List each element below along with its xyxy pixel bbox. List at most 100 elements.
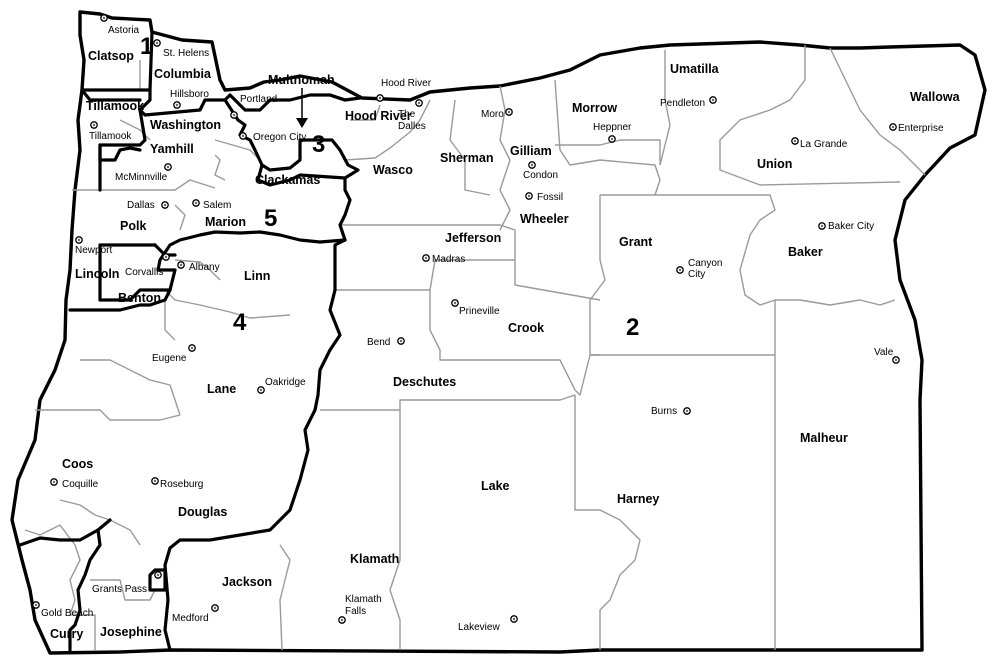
city-marker: [230, 111, 238, 119]
city-label-falls: Falls: [345, 606, 366, 617]
county-label-washington: Washington: [150, 118, 221, 132]
city-label-gold-beach: Gold Beach: [41, 608, 93, 619]
city-marker: [153, 39, 161, 47]
county-label-coos: Coos: [62, 457, 93, 471]
county-label-tillamook: Tillamook: [86, 99, 144, 113]
city-marker: [818, 222, 826, 230]
city-label-canyon: Canyon: [688, 258, 722, 269]
city-marker: [177, 261, 185, 269]
city-label-corvallis: Corvallis: [125, 267, 163, 278]
county-label-linn: Linn: [244, 269, 270, 283]
city-marker: [154, 571, 162, 579]
city-label-coquille: Coquille: [62, 479, 99, 490]
city-label-burns: Burns: [651, 406, 677, 417]
county-label-douglas: Douglas: [178, 505, 227, 519]
district-label-4: 4: [233, 309, 247, 336]
city-label-madras: Madras: [432, 254, 465, 265]
county-label-clatsop: Clatsop: [88, 49, 134, 63]
city-marker: [422, 254, 430, 262]
city-marker: [90, 121, 98, 129]
county-label-jefferson: Jefferson: [445, 231, 501, 245]
city-marker: [528, 161, 536, 169]
city-marker: [164, 163, 172, 171]
city-label-oakridge: Oakridge: [265, 377, 306, 388]
city-labels: Astoria St. Helens Hillsboro Tillamook P…: [41, 25, 944, 633]
city-label-vale: Vale: [874, 347, 894, 358]
county-label-lincoln: Lincoln: [75, 267, 119, 281]
county-label-wheeler: Wheeler: [520, 212, 569, 226]
multnomah-arrow: [296, 88, 308, 128]
city-label-hood-river: Hood River: [381, 78, 432, 89]
city-marker: [608, 135, 616, 143]
city-label-portland: Portland: [240, 94, 277, 105]
county-label-union: Union: [757, 157, 792, 171]
county-label-sherman: Sherman: [440, 151, 494, 165]
county-boundaries: [24, 45, 926, 651]
city-marker: [32, 601, 40, 609]
city-marker: [683, 407, 691, 415]
district-labels: 1 2 3 4 5: [140, 33, 639, 341]
city-marker: [211, 604, 219, 612]
city-label-roseburg: Roseburg: [160, 479, 203, 490]
county-label-malheur: Malheur: [800, 431, 848, 445]
city-label-albany: Albany: [189, 262, 220, 273]
county-label-yamhill: Yamhill: [150, 142, 194, 156]
city-label-oregon-city: Oregon City: [253, 132, 306, 143]
city-marker: [709, 96, 717, 104]
city-label-condon: Condon: [523, 170, 558, 181]
county-label-morrow: Morrow: [572, 101, 617, 115]
county-label-columbia: Columbia: [154, 67, 212, 81]
city-marker: [451, 299, 459, 307]
county-label-marion: Marion: [205, 215, 246, 229]
city-marker: [75, 236, 83, 244]
county-label-umatilla: Umatilla: [670, 62, 720, 76]
city-label-grants-pass: Grants Pass: [92, 584, 147, 595]
county-label-benton: Benton: [118, 291, 161, 305]
county-label-wallowa: Wallowa: [910, 90, 961, 104]
city-label-salem: Salem: [203, 200, 231, 211]
county-label-polk: Polk: [120, 219, 146, 233]
county-label-klamath: Klamath: [350, 552, 399, 566]
city-label-medford: Medford: [172, 613, 209, 624]
city-marker: [161, 201, 169, 209]
county-label-lane: Lane: [207, 382, 236, 396]
city-label-st-helens: St. Helens: [163, 48, 209, 59]
district-label-3: 3: [312, 131, 325, 158]
city-marker: [100, 14, 108, 22]
county-label-multnomah: Multnomah: [268, 73, 335, 87]
county-labels: Clatsop Columbia Tillamook Washington Mu…: [50, 49, 961, 641]
county-label-josephine: Josephine: [100, 625, 162, 639]
city-label-la-grande: La Grande: [800, 139, 848, 150]
county-label-hood-river: Hood River: [345, 109, 412, 123]
city-marker: [376, 94, 384, 102]
city-label-the: The: [398, 109, 416, 120]
state-outline: [10, 10, 987, 655]
city-marker: [889, 123, 897, 131]
city-marker: [510, 615, 518, 623]
district-label-1: 1: [140, 33, 153, 60]
city-marker: [50, 478, 58, 486]
city-label-dallas: Dallas: [127, 200, 155, 211]
district-boundaries: [18, 30, 362, 652]
district-label-2: 2: [626, 314, 639, 341]
city-label-city: City: [688, 269, 705, 280]
city-marker: [676, 266, 684, 274]
city-marker: [397, 337, 405, 345]
city-marker: [791, 137, 799, 145]
city-label-heppner: Heppner: [593, 122, 632, 133]
county-label-crook: Crook: [508, 321, 544, 335]
city-label-pendleton: Pendleton: [660, 98, 705, 109]
district-label-5: 5: [264, 205, 277, 232]
city-label-bend: Bend: [367, 337, 390, 348]
city-marker: [162, 253, 170, 261]
city-marker: [151, 477, 159, 485]
county-label-gilliam: Gilliam: [510, 144, 552, 158]
city-marker: [257, 386, 265, 394]
city-label-hillsboro: Hillsboro: [170, 89, 209, 100]
city-marker: [415, 99, 423, 107]
city-label-fossil: Fossil: [537, 192, 563, 203]
city-marker: [525, 192, 533, 200]
city-label-mcminnville: McMinnville: [115, 172, 168, 183]
county-label-wasco: Wasco: [373, 163, 413, 177]
